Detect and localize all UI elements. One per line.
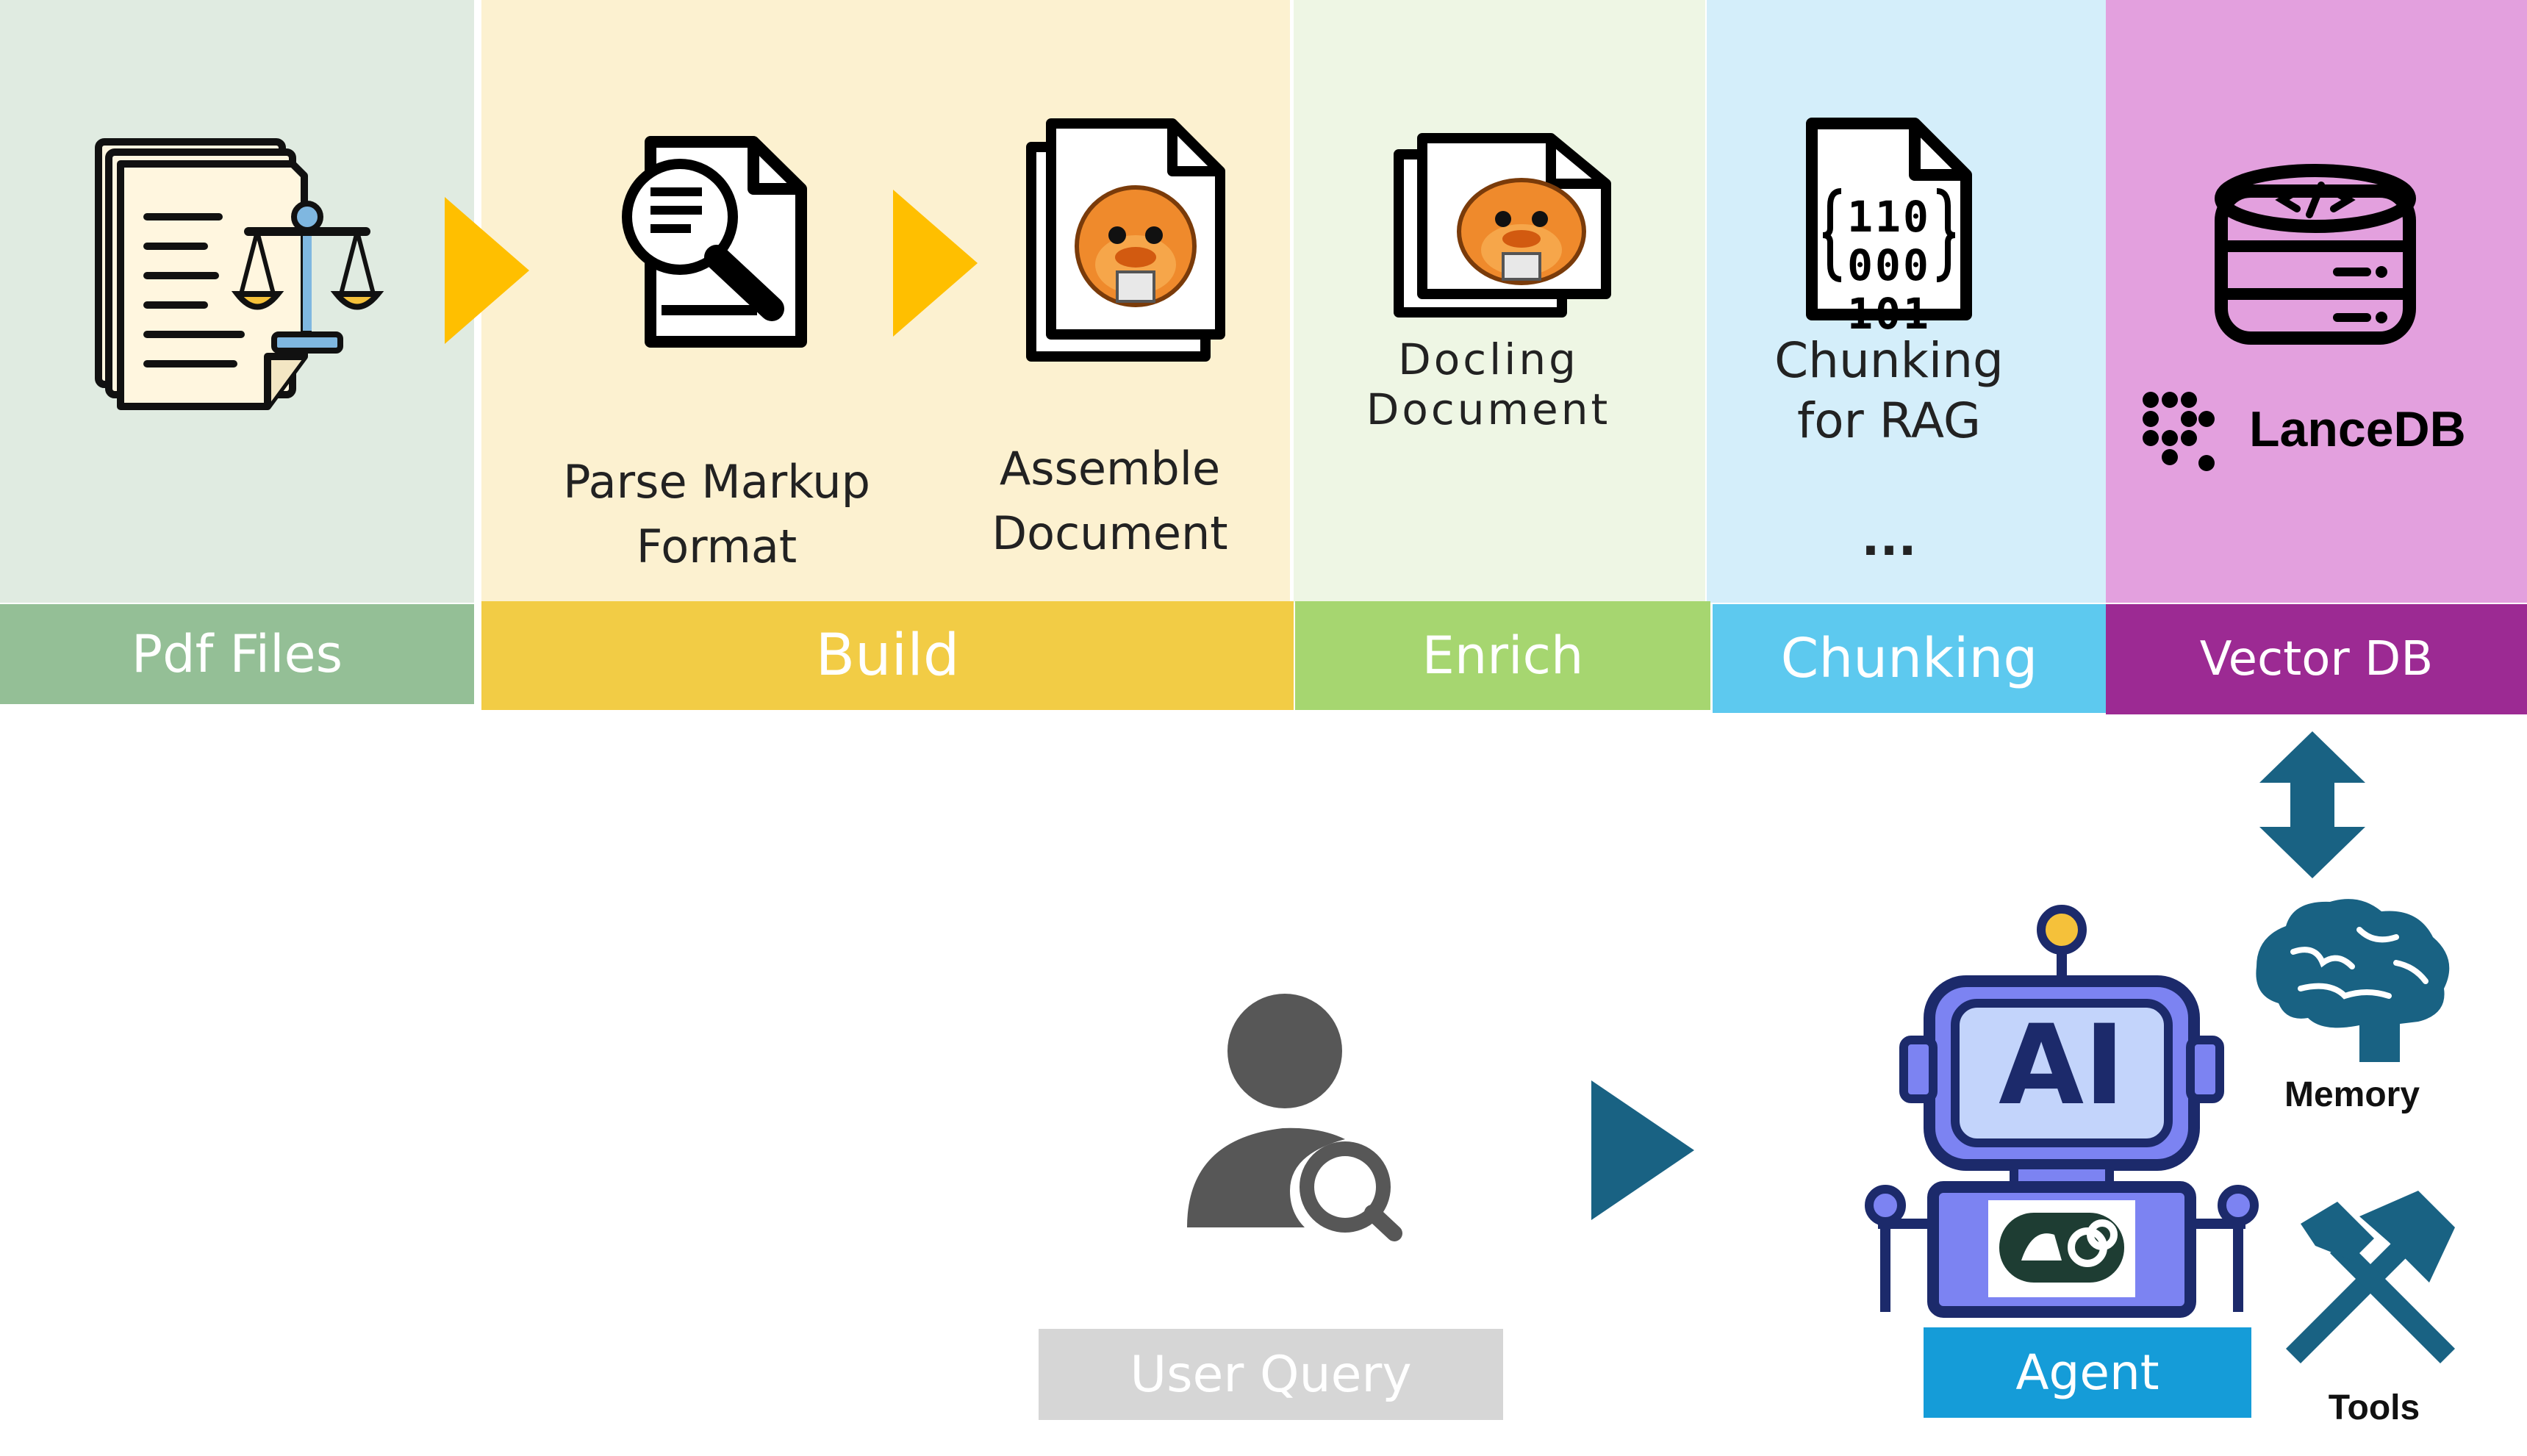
user-query-label: User Query <box>1130 1345 1412 1404</box>
legal-documents-icon <box>95 138 384 410</box>
lancedb-logo-text: LanceDB <box>2249 401 2466 457</box>
vector-db-label: Vector DB <box>2199 632 2434 686</box>
build-band: Build <box>481 601 1294 710</box>
document-search-icon <box>622 136 807 348</box>
user-search-icon <box>1187 994 1402 1241</box>
binary-row: 101 <box>1847 289 1931 339</box>
enrich-band: Enrich <box>1295 601 1710 710</box>
query-to-agent-arrow <box>1591 1080 1694 1220</box>
build-label: Build <box>815 623 960 689</box>
robot-screen-text: AI <box>1999 1002 2125 1130</box>
chunking-rag-caption: Chunking for RAG <box>1774 332 2004 449</box>
pdf-files-label: Pdf Files <box>131 624 343 684</box>
binary-row: 000 <box>1847 240 1931 290</box>
duck-document-icon <box>1026 118 1225 362</box>
vector-db-panel <box>2106 0 2527 603</box>
hammers-icon <box>2286 1191 2455 1363</box>
docling-document-icon <box>1394 133 1611 318</box>
agent-band: Agent <box>1924 1327 2251 1418</box>
agent-label: Agent <box>2015 1344 2159 1401</box>
enrich-label: Enrich <box>1422 625 1584 686</box>
memory-label: Memory <box>2284 1075 2420 1114</box>
database-code-icon <box>2215 164 2416 345</box>
chunking-band: Chunking <box>1713 604 2106 713</box>
pdf-files-band: Pdf Files <box>0 604 474 704</box>
user-query-band: User Query <box>1039 1329 1503 1420</box>
binary-digits: 110 000 101 <box>1838 193 1940 338</box>
assemble-document-caption: Assemble Document <box>992 442 1228 560</box>
robot-icon <box>1865 905 2259 1318</box>
scales-icon <box>231 201 384 354</box>
binary-document-icon <box>1806 118 1972 320</box>
tools-label: Tools <box>2328 1388 2420 1427</box>
chunking-ellipsis: ... <box>1861 510 1917 567</box>
lancedb-logo-icon <box>2143 392 2215 471</box>
docling-document-caption: Docling Document <box>1366 334 1611 434</box>
parse-markup-caption: Parse Markup Format <box>563 455 870 573</box>
chunking-label: Chunking <box>1780 627 2038 690</box>
brain-icon <box>2256 899 2450 1062</box>
binary-row: 110 <box>1847 192 1931 242</box>
vector-db-band: Vector DB <box>2106 604 2527 714</box>
double-arrow-icon <box>2259 731 2365 878</box>
flow-arrow-1 <box>445 197 529 344</box>
flow-arrow-2 <box>893 190 978 337</box>
